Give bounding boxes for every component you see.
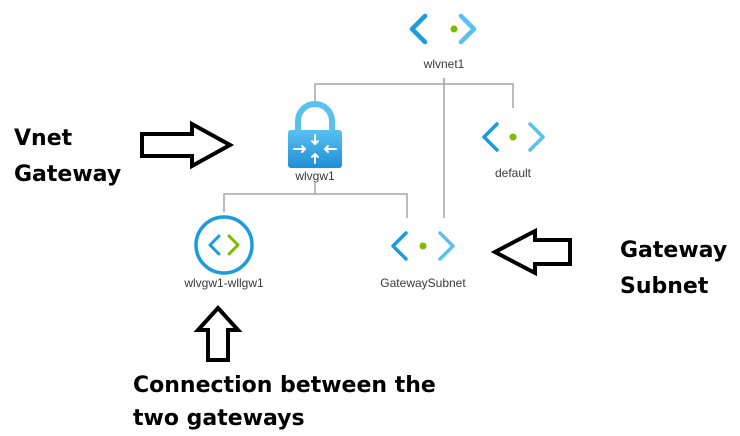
annotation-gateway-subnet-line2: Subnet — [620, 274, 709, 299]
gateway-subnet-node[interactable]: GatewaySubnet — [380, 231, 466, 290]
connection-icon — [194, 215, 254, 275]
gateway-node[interactable]: wlvgw1 — [288, 101, 342, 183]
annotation-vnet-gateway-line2: Gateway — [14, 162, 121, 187]
gateway-label: wlvgw1 — [294, 169, 335, 183]
right-arrow-icon — [140, 120, 235, 170]
vpn-gateway-lock-icon — [288, 101, 342, 168]
up-arrow-icon — [193, 305, 243, 362]
subnet-icon — [391, 231, 455, 261]
annotation-vnet-gateway: Vnet Gateway — [14, 120, 235, 187]
connector-gateway-to-gatewaysubnet — [315, 193, 408, 218]
gateway-subnet-label: GatewaySubnet — [380, 276, 466, 290]
connector-gateway-to-connection — [223, 183, 316, 212]
connector-vnet-to-gateway — [314, 78, 445, 106]
annotation-connection-line2: two gateways — [133, 406, 305, 431]
connection-node[interactable]: wlvgw1-wllgw1 — [183, 215, 264, 290]
annotation-connection: Connection between the two gateways — [133, 305, 436, 431]
left-arrow-icon — [490, 227, 572, 277]
annotation-gateway-subnet-line1: Gateway — [620, 238, 727, 263]
vnet-node[interactable]: wlvnet1 — [409, 13, 477, 71]
annotation-connection-line1: Connection between the — [133, 373, 436, 398]
connector-vnet-to-default — [444, 83, 514, 108]
vnet-icon — [409, 13, 477, 45]
annotation-vnet-gateway-line1: Vnet — [14, 126, 73, 151]
subnet-icon — [482, 122, 545, 152]
connector-lines — [223, 78, 514, 218]
default-subnet-label: default — [495, 166, 532, 180]
connection-label: wlvgw1-wllgw1 — [183, 276, 264, 290]
vnet-label: wlvnet1 — [423, 57, 465, 71]
default-subnet-node[interactable]: default — [482, 122, 545, 180]
annotation-gateway-subnet: Gateway Subnet — [490, 227, 727, 299]
